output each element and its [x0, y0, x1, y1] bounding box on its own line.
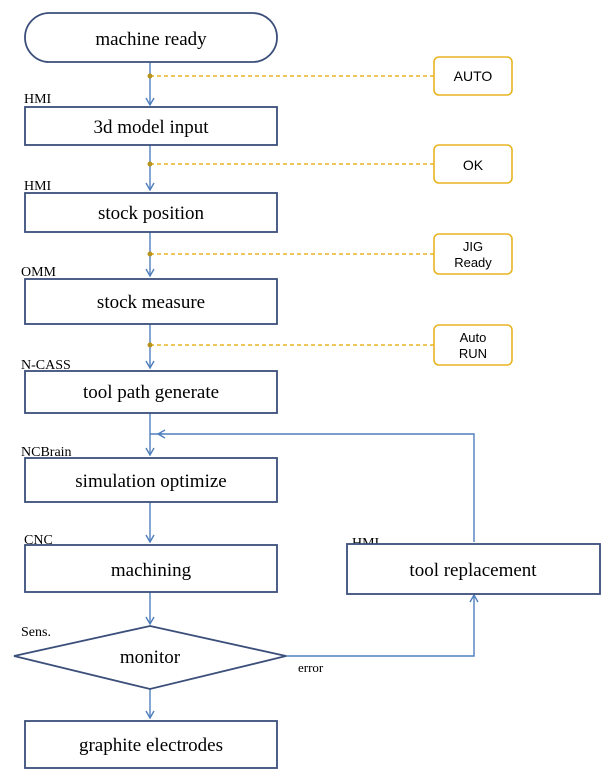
system-label-model-input: HMI	[24, 92, 52, 107]
flow-replacement-to-simulation	[150, 433, 475, 542]
node-simulation-optimize: simulation optimize	[24, 457, 278, 503]
node-tool-replacement-label: tool replacement	[409, 560, 537, 581]
signal-auto-label: AUTO	[454, 68, 493, 84]
node-tool-path-generate-label: tool path generate	[83, 382, 219, 403]
node-machine-ready: machine ready	[24, 12, 278, 63]
signal-jig-ready: JIG Ready	[433, 233, 513, 275]
signal-dot-ok	[147, 161, 153, 167]
signal-autorun-label-1: Auto	[460, 330, 487, 345]
node-3d-model-input: 3d model input	[24, 106, 278, 146]
node-monitor-label: monitor	[120, 647, 181, 668]
node-3d-model-input-label: 3d model input	[93, 117, 209, 138]
node-tool-replacement: tool replacement	[346, 543, 601, 595]
node-simulation-optimize-label: simulation optimize	[75, 471, 226, 492]
node-stock-position-label: stock position	[98, 203, 205, 224]
node-machining: machining	[24, 544, 278, 593]
node-monitor-decision: monitor	[13, 625, 287, 690]
signal-jig-label-1: JIG	[463, 239, 483, 254]
signal-ok: OK	[433, 144, 513, 184]
signal-dot-jig	[147, 251, 153, 257]
node-machining-label: machining	[111, 560, 192, 581]
system-label-monitor: Sens.	[21, 625, 51, 640]
edge-label-error: error	[298, 660, 324, 675]
node-stock-position: stock position	[24, 192, 278, 233]
flow-monitor-error-to-replacement	[286, 593, 479, 657]
node-tool-path-generate: tool path generate	[24, 370, 278, 414]
system-label-stock-measure: OMM	[21, 265, 57, 280]
system-label-tool-path: N-CASS	[21, 358, 71, 373]
signal-ok-label: OK	[463, 157, 484, 173]
node-stock-measure-label: stock measure	[97, 292, 205, 313]
signal-jig-label-2: Ready	[454, 255, 492, 270]
signal-auto: AUTO	[433, 56, 513, 96]
node-machine-ready-label: machine ready	[95, 29, 207, 50]
signal-dot-autorun	[147, 342, 153, 348]
signal-auto-run: Auto RUN	[433, 324, 513, 366]
signal-dot-auto	[147, 73, 153, 79]
system-label-stock-position: HMI	[24, 179, 52, 194]
system-label-simulation: NCBrain	[21, 445, 72, 460]
node-stock-measure: stock measure	[24, 278, 278, 325]
signal-autorun-label-2: RUN	[459, 346, 487, 361]
node-graphite-electrodes-label: graphite electrodes	[79, 735, 223, 756]
node-graphite-electrodes: graphite electrodes	[24, 720, 278, 769]
